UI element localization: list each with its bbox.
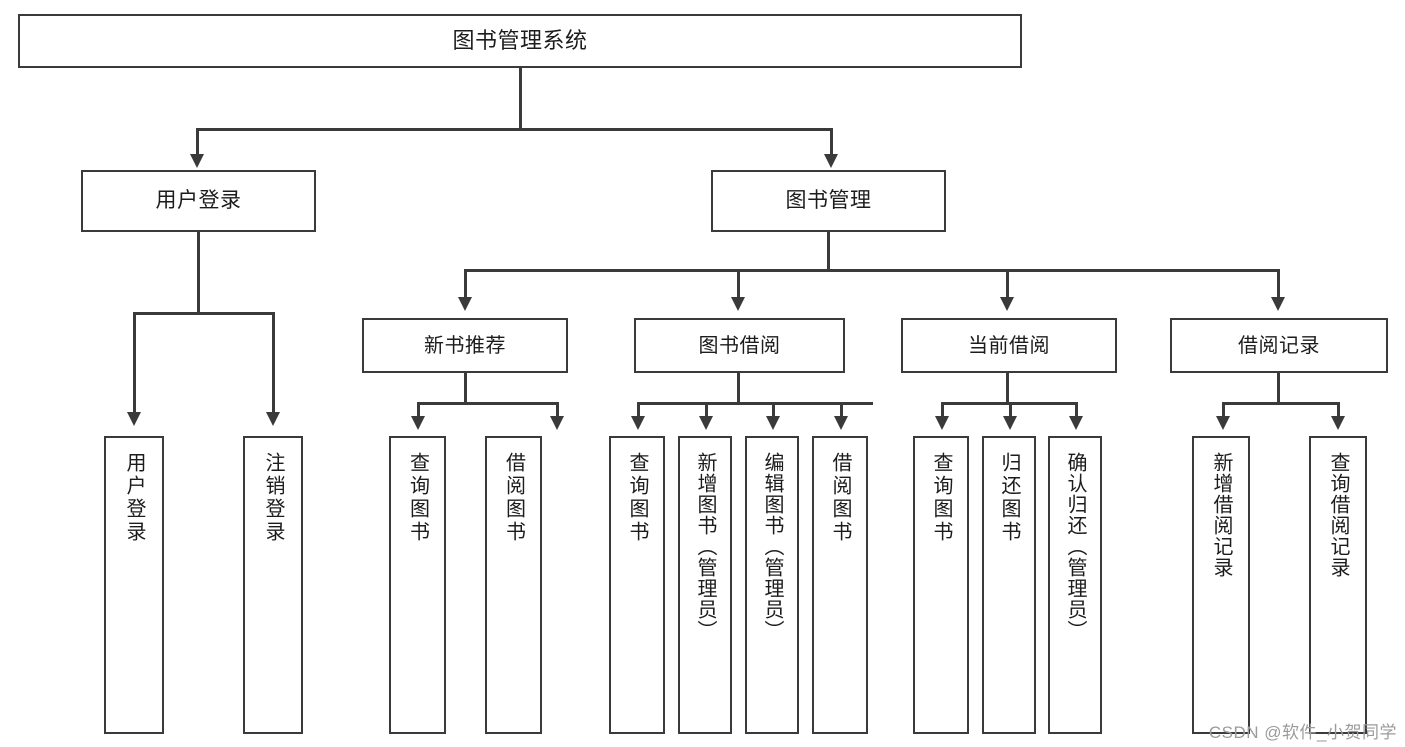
node-new-book-recommend[interactable]: 新书推荐 <box>362 318 568 373</box>
leaf-node-query-book-1[interactable]: 查询图书 <box>389 436 446 734</box>
edge-user-login-bar <box>133 312 275 315</box>
edge-book-borrow-stem <box>737 373 740 404</box>
edge-bb-drop-4 <box>840 402 843 418</box>
leaf-node-query-book-2[interactable]: 查询图书 <box>609 436 665 734</box>
node-label: 确认归还（管理员） <box>1064 452 1086 641</box>
node-label: 归还图书 <box>998 452 1020 544</box>
arrow-to-leaf-add-book <box>699 416 713 430</box>
arrow-to-leaf-query-record <box>1331 416 1345 430</box>
edge-book-management-stem <box>827 232 830 272</box>
leaf-node-borrow-book-1[interactable]: 借阅图书 <box>485 436 542 734</box>
edge-cb-drop-3 <box>1075 402 1078 418</box>
edge-user-login-right-drop <box>272 312 275 414</box>
arrow-to-book-management <box>824 154 838 168</box>
arrow-to-book-borrow <box>731 297 745 311</box>
edge-bb-drop-2 <box>705 402 708 418</box>
edge-bb-drop-1 <box>637 402 640 418</box>
arrow-to-leaf-return-book <box>1003 416 1017 430</box>
leaf-node-return-book[interactable]: 归还图书 <box>982 436 1036 734</box>
edge-current-borrow-stem <box>1006 373 1009 404</box>
node-label: 借阅图书 <box>829 452 851 544</box>
leaf-node-logout-login[interactable]: 注销登录 <box>243 436 303 734</box>
arrow-to-borrow-record <box>1271 297 1285 311</box>
node-user-login[interactable]: 用户登录 <box>81 170 316 232</box>
arrow-to-leaf-edit-book <box>766 416 780 430</box>
node-label: 图书管理 <box>785 189 872 213</box>
edge-book-management-bar <box>464 269 1280 272</box>
edge-root-stem <box>519 68 522 130</box>
leaf-node-add-record[interactable]: 新增借阅记录 <box>1192 436 1250 734</box>
leaf-node-borrow-book-2[interactable]: 借阅图书 <box>812 436 868 734</box>
node-label: 查询借阅记录 <box>1327 452 1349 578</box>
arrow-to-leaf-confirm-return <box>1069 416 1083 430</box>
node-label: 当前借阅 <box>968 334 1050 357</box>
arrow-to-leaf-query-book-2 <box>631 416 645 430</box>
arrow-to-leaf-user-login <box>127 412 141 426</box>
node-label: 查询图书 <box>626 452 648 544</box>
edge-user-login-stem <box>197 232 200 314</box>
node-borrow-record[interactable]: 借阅记录 <box>1170 318 1388 373</box>
arrow-to-leaf-borrow-book-2 <box>834 416 848 430</box>
edge-to-new-book-recommend <box>464 269 467 299</box>
edge-bb-drop-3 <box>772 402 775 418</box>
node-label: 新增借阅记录 <box>1210 452 1232 578</box>
edge-to-book-borrow <box>737 269 740 299</box>
csdn-watermark: CSDN @软件_小贺同学 <box>1208 723 1397 742</box>
node-current-borrow[interactable]: 当前借阅 <box>901 318 1117 373</box>
edge-nbr-left-drop <box>417 402 420 418</box>
node-label: 新书推荐 <box>424 334 506 357</box>
leaf-node-edit-book[interactable]: 编辑图书（管理员） <box>745 436 799 734</box>
edge-book-borrow-bar <box>637 402 873 405</box>
edge-to-current-borrow <box>1006 269 1009 299</box>
node-label: 查询图书 <box>406 452 429 544</box>
leaf-node-user-login[interactable]: 用户登录 <box>104 436 164 734</box>
edge-root-to-book-management <box>830 128 833 156</box>
arrow-to-leaf-logout-login <box>266 412 280 426</box>
edge-cb-drop-2 <box>1009 402 1012 418</box>
edge-new-book-recommend-bar <box>417 402 559 405</box>
leaf-node-query-record[interactable]: 查询借阅记录 <box>1309 436 1367 734</box>
node-label: 查询图书 <box>930 452 952 544</box>
node-label: 注销登录 <box>262 452 284 544</box>
node-label: 用户登录 <box>155 189 242 213</box>
edge-new-book-recommend-stem <box>464 373 467 404</box>
edge-to-borrow-record <box>1277 269 1280 299</box>
arrow-to-leaf-query-book-1 <box>411 416 425 430</box>
edge-root-to-user-login <box>196 128 199 156</box>
node-label: 借阅记录 <box>1238 334 1320 357</box>
leaf-node-confirm-return[interactable]: 确认归还（管理员） <box>1048 436 1102 734</box>
edge-nbr-right-drop <box>556 402 559 418</box>
node-label: 编辑图书（管理员） <box>761 452 783 641</box>
arrow-to-leaf-query-book-3 <box>935 416 949 430</box>
arrow-to-leaf-add-record <box>1216 416 1230 430</box>
node-label: 图书借阅 <box>698 334 781 357</box>
node-label: 新增图书（管理员） <box>694 452 716 641</box>
edge-br-left-drop <box>1222 402 1225 418</box>
edge-borrow-record-stem <box>1277 373 1280 404</box>
node-book-borrow[interactable]: 图书借阅 <box>634 318 845 373</box>
node-label: 图书管理系统 <box>452 27 588 53</box>
arrow-to-user-login <box>190 154 204 168</box>
edge-borrow-record-bar <box>1222 402 1340 405</box>
arrow-to-leaf-borrow-book-1 <box>550 416 564 430</box>
node-root-system[interactable]: 图书管理系统 <box>18 14 1022 68</box>
node-label: 借阅图书 <box>502 452 525 544</box>
edge-root-bar <box>196 128 833 131</box>
arrow-to-current-borrow <box>1000 297 1014 311</box>
node-label: 用户登录 <box>123 452 145 544</box>
leaf-node-query-book-3[interactable]: 查询图书 <box>913 436 969 734</box>
edge-br-right-drop <box>1337 402 1340 418</box>
edge-user-login-left-drop <box>133 312 136 414</box>
arrow-to-new-book-recommend <box>458 297 472 311</box>
edge-cb-drop-1 <box>941 402 944 418</box>
node-book-management[interactable]: 图书管理 <box>711 170 946 232</box>
leaf-node-add-book[interactable]: 新增图书（管理员） <box>678 436 732 734</box>
